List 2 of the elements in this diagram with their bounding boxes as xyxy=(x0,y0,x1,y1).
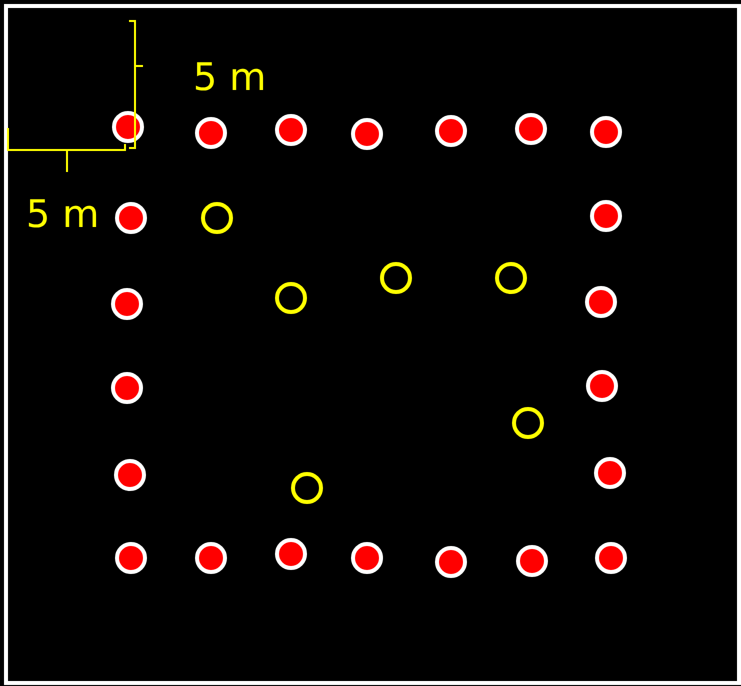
dimension-label: 5 m xyxy=(26,195,100,233)
dimension-label: 5 m xyxy=(193,58,266,96)
